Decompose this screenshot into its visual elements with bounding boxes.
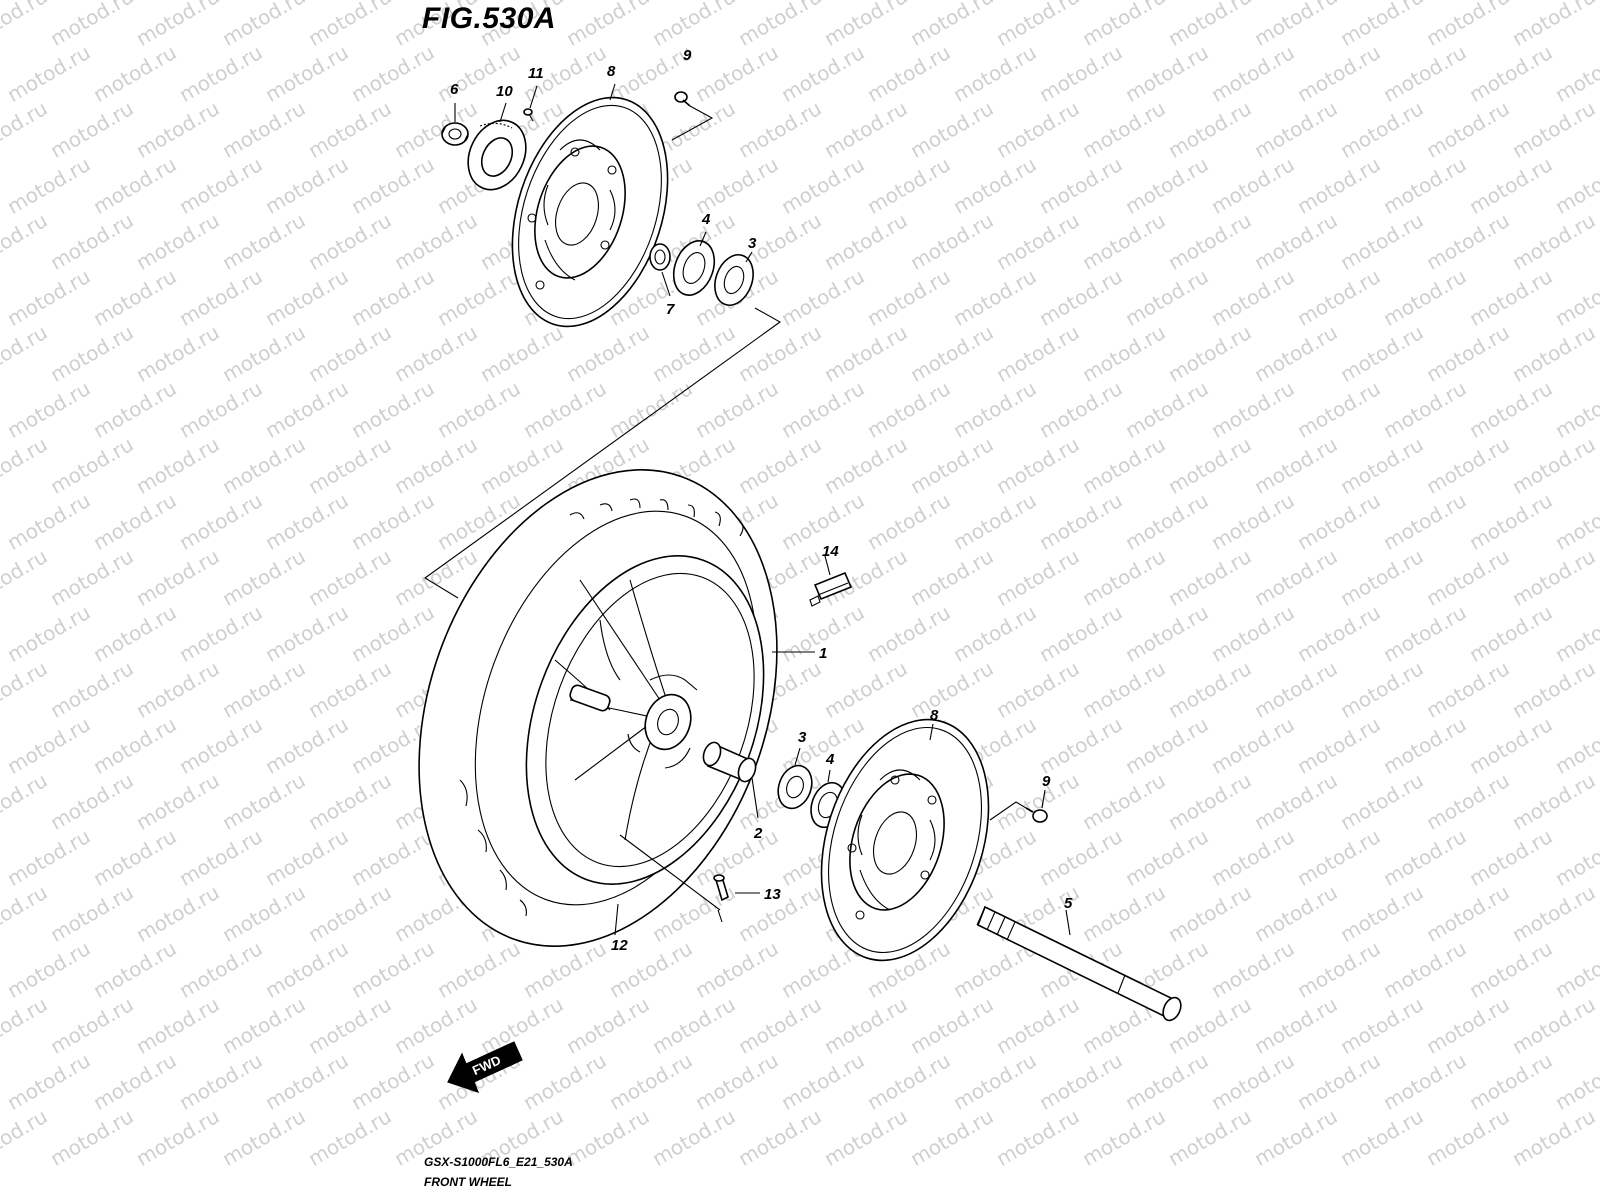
- wheel-hub: [627, 674, 698, 769]
- callout-8-upper: 8: [607, 63, 616, 80]
- callout-5: 5: [1064, 895, 1073, 912]
- callout-4-upper: 4: [701, 211, 711, 228]
- group-bracket-line: [424, 307, 782, 599]
- callout-2: 2: [753, 825, 763, 842]
- leader-disc-bolt-upper: [671, 105, 714, 141]
- leader-lines: [454, 83, 1071, 936]
- callout-12: 12: [611, 937, 628, 954]
- disc-bolt-lower: [1025, 807, 1048, 823]
- callout-4-lower: 4: [825, 751, 835, 768]
- callout-3-upper: 3: [748, 235, 757, 252]
- callout-13: 13: [764, 886, 781, 903]
- leader-balance-weight: [824, 555, 831, 576]
- leader-disc-bolt-lower: [989, 801, 1027, 821]
- callout-8-lower: 8: [930, 707, 939, 724]
- fwd-arrow-icon: [447, 1041, 523, 1093]
- spacer: [649, 243, 671, 271]
- axle-spacer: [702, 741, 757, 783]
- rotor-screw-small: [523, 108, 534, 122]
- callout-7: 7: [666, 301, 675, 318]
- bearing-upper: [714, 254, 754, 306]
- balance-weight: [809, 571, 853, 607]
- leader-valve: [619, 834, 723, 923]
- disc-bolt-upper: [674, 91, 691, 107]
- front-axle: [976, 905, 1182, 1022]
- callout-3-lower: 3: [798, 729, 807, 746]
- bearing-lower: [777, 764, 813, 810]
- callout-11: 11: [528, 65, 544, 82]
- oil-seal-upper: [672, 240, 716, 296]
- callout-1: 1: [819, 645, 827, 662]
- fwd-direction-badge: FWD: [447, 1041, 523, 1093]
- callout-9-upper: 9: [683, 47, 692, 64]
- model-code: GSX-S1000FL6_E21_530A: [424, 1155, 573, 1169]
- hub-nut: [441, 122, 469, 146]
- brake-disc-lower: [820, 718, 990, 962]
- tire-valve: [713, 874, 729, 902]
- figure-title: FIG.530A: [422, 2, 557, 35]
- callout-9-lower: 9: [1042, 773, 1051, 790]
- sensor-rotor: [467, 119, 527, 191]
- callout-labels: 6 10 11 8 9 4 3 7 14 1 3 4 8 9 2 13 5 12: [450, 47, 1073, 954]
- brake-disc-upper: [511, 96, 669, 328]
- figure-caption: FRONT WHEEL: [424, 1175, 512, 1189]
- callout-10: 10: [496, 83, 513, 100]
- callout-6: 6: [450, 81, 459, 98]
- callout-14: 14: [822, 543, 839, 560]
